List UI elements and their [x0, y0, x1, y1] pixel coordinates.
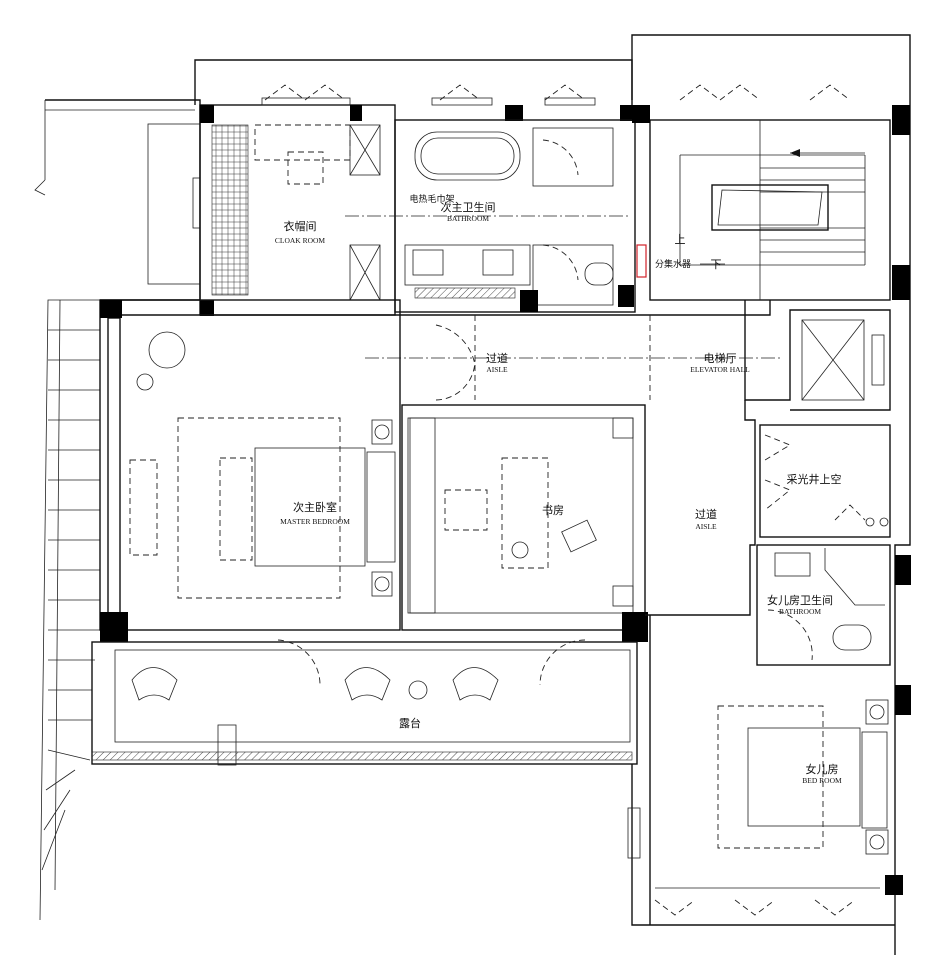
terrace-label: 露台 [399, 716, 421, 730]
master-bathroom: 次主卫生间 BATHROOM 电热毛巾架 [394, 119, 647, 313]
aisle-top-label-en: AISLE [486, 365, 508, 374]
daughter-bath-label: 女儿房卫生间 [767, 593, 833, 607]
master-bedroom-label: 次主卧室 [293, 500, 337, 514]
master-bath-label: 次主卫生间 [441, 200, 496, 214]
master-bedroom: 次主卧室 MASTER BEDROOM [99, 299, 401, 642]
light-well-label: 采光井上空 [787, 472, 842, 486]
manifold-icon [636, 244, 647, 278]
stair-up-label: 上 [675, 233, 686, 246]
cloak-room-label-en: CLOAK ROOM [275, 236, 326, 245]
bathtub [414, 131, 521, 181]
terrace: 露台 [91, 639, 638, 766]
right-aisle: 过道 AISLE [645, 400, 756, 616]
elevator-hall-label-en: ELEVATOR HALL [690, 365, 750, 374]
study-label: 书房 [542, 504, 564, 517]
cloak-room: 衣帽间 CLOAK ROOM [199, 104, 396, 316]
master-bedroom-label-en: MASTER BEDROOM [280, 517, 350, 526]
daughter-bedroom: 女儿房 BED ROOM [627, 615, 895, 926]
top-windows [194, 59, 634, 121]
staircase: 上 下 分集水器 [631, 34, 911, 301]
toilet [584, 262, 614, 286]
manifold-label: 分集水器 [655, 258, 691, 270]
aisle-right-label: 过道 [695, 507, 717, 521]
master-bath-label-en: BATHROOM [447, 214, 489, 223]
daughter-bedroom-label-en: BED ROOM [802, 776, 842, 785]
study: 书房 [401, 404, 648, 642]
daughter-bathroom: 女儿房卫生间 BATHROOM [756, 544, 891, 666]
light-well: 采光井上空 [759, 424, 891, 538]
daughter-bath-label-en: BATHROOM [779, 607, 821, 616]
daughter-bedroom-label: 女儿房 [806, 762, 839, 776]
left-balcony [34, 99, 201, 921]
aisle-right-label-en: AISLE [695, 522, 717, 531]
shelving [211, 124, 249, 296]
elevator-hall-label: 电梯厅 [704, 352, 737, 365]
stair-down-label: 下 [711, 258, 722, 271]
towel-rack-label: 电热毛巾架 [409, 193, 454, 205]
aisle-elevator-hall: 过道 AISLE 电梯厅 ELEVATOR HALL [100, 300, 891, 411]
cloak-room-label: 衣帽间 [284, 219, 317, 233]
